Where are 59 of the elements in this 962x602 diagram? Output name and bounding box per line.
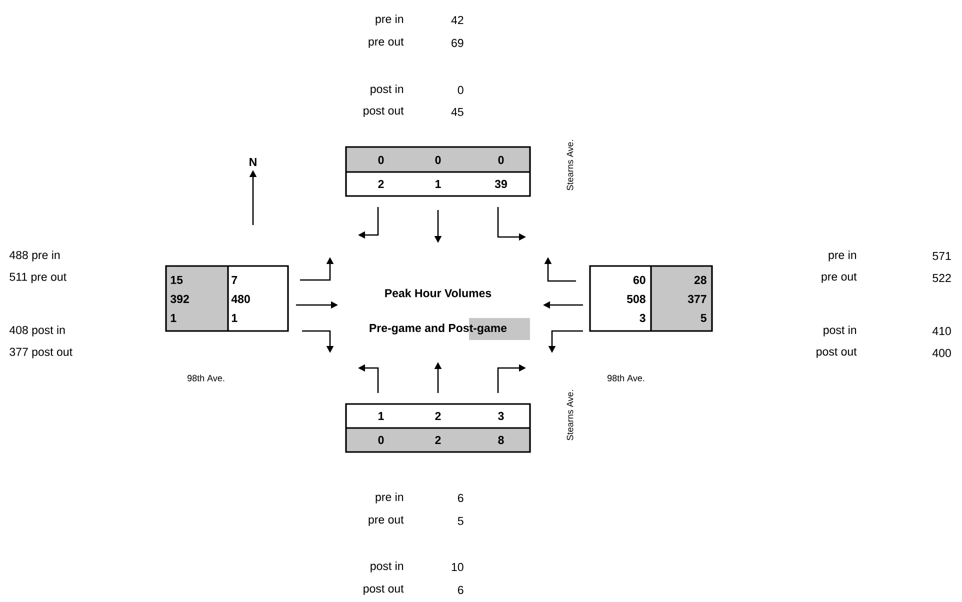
north-label: N — [250, 158, 256, 166]
volume-label: 408 post in — [9, 326, 65, 336]
street-name: Stearns Ave. — [566, 140, 574, 190]
table-cell: 15 — [170, 276, 183, 284]
center-subtitle: Pre-game and Post-game — [370, 324, 507, 334]
volume-value: 6 — [458, 586, 464, 594]
volume-label: pre out — [368, 38, 404, 48]
volume-value: 522 — [932, 274, 951, 282]
volume-label: pre out — [822, 273, 857, 283]
table-cell: 1 — [378, 412, 384, 420]
table-cell: 60 — [633, 276, 646, 284]
volume-label: 377 post out — [10, 348, 72, 358]
volume-label: post out — [816, 348, 857, 358]
table-cell: 3 — [640, 314, 646, 322]
volume-value: 410 — [932, 326, 951, 336]
volume-label: pre in — [828, 250, 856, 262]
volume-value: 45 — [451, 108, 464, 116]
table-cell: 7 — [232, 276, 238, 284]
table-cell: 0 — [435, 156, 441, 164]
table-cell: 5 — [700, 314, 706, 322]
volume-label: post in — [824, 326, 856, 336]
table-cell: 1 — [436, 180, 441, 188]
table-cell: 0 — [498, 156, 504, 164]
table-cell: 480 — [231, 294, 250, 304]
volume-value: 571 — [932, 252, 951, 260]
volume-label: pre in — [376, 492, 404, 504]
table-cell: 2 — [378, 180, 384, 188]
volume-label: 488 pre in — [9, 250, 60, 262]
volume-label: post out — [364, 585, 404, 595]
volume-value: 69 — [452, 38, 464, 48]
table-cell: 2 — [435, 412, 441, 420]
volume-value: 400 — [932, 348, 951, 358]
volume-label: post out — [364, 107, 404, 117]
street-name: 98th Ave. — [188, 374, 224, 382]
volume-value: 42 — [451, 16, 464, 24]
table-cell: 2 — [435, 436, 441, 444]
volume-label: post in — [370, 562, 404, 572]
table-cell: 392 — [170, 294, 189, 304]
center-title: Peak Hour Volumes — [385, 288, 492, 298]
volume-label: pre out — [368, 516, 404, 526]
volume-label: pre in — [376, 14, 404, 26]
table-cell: 1 — [170, 314, 176, 322]
table-cell: 39 — [494, 180, 507, 188]
table-cell: 1 — [232, 314, 238, 322]
volume-value: 5 — [458, 517, 464, 525]
table-cell: 508 — [626, 294, 646, 304]
table-cell: 3 — [498, 412, 504, 420]
table-cell: 0 — [378, 436, 384, 444]
volume-value: 10 — [452, 562, 464, 572]
volume-label: 511 pre out — [10, 272, 66, 284]
street-name: Stearns Ave. — [566, 390, 574, 440]
table-cell: 28 — [694, 276, 706, 284]
street-name: 98th Ave. — [608, 374, 644, 382]
volume-label: post in — [370, 84, 404, 96]
table-cell: 377 — [688, 294, 706, 304]
volume-value: 6 — [458, 494, 464, 502]
table-cell: 0 — [378, 156, 384, 164]
volume-value: 0 — [458, 86, 464, 94]
table-cell: 8 — [498, 436, 504, 444]
